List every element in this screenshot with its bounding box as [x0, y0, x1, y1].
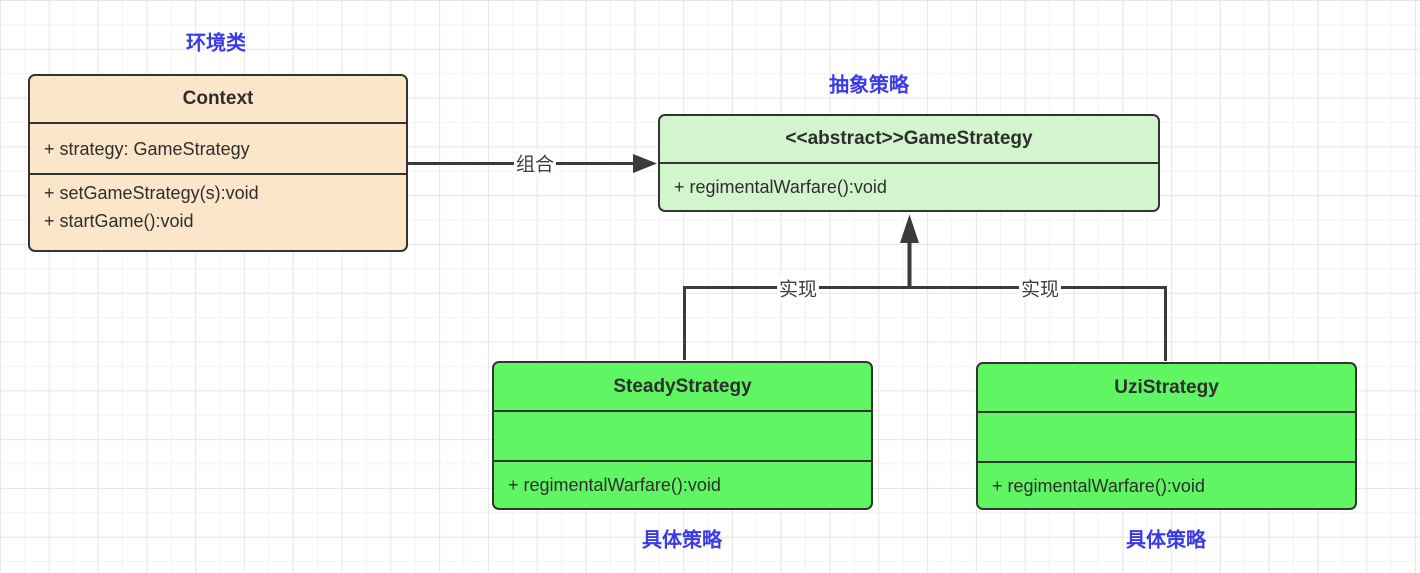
solid-arrowhead-right-icon	[633, 154, 657, 173]
abstract-role-label: 抽象策略	[829, 74, 909, 97]
uzistrategy-class-title: UziStrategy	[1114, 376, 1219, 398]
gamestrategy-class-box[interactable]: <<abstract>>GameStrategy + regimentalWar…	[658, 114, 1160, 212]
realization-edge[interactable]	[683, 214, 1167, 362]
steadystrategy-class-box[interactable]: SteadyStrategy + regimentalWarfare():voi…	[492, 361, 873, 510]
context-class-box[interactable]: Context + strategy: GameStrategy + setGa…	[28, 74, 408, 252]
composition-edge-label: 组合	[513, 149, 557, 177]
steadystrategy-class-title: SteadyStrategy	[613, 375, 752, 397]
steadystrategy-methods-section: + regimentalWarfare():void	[494, 460, 871, 508]
context-attributes-section: + strategy: GameStrategy	[30, 122, 406, 173]
steadystrategy-attributes-section	[494, 410, 871, 460]
uzistrategy-class-box[interactable]: UziStrategy + regimentalWarfare():void	[976, 362, 1357, 510]
method-row: + regimentalWarfare():void	[674, 177, 887, 197]
concrete-role-label-left: 具体策略	[642, 529, 722, 552]
uzistrategy-attributes-section	[978, 411, 1355, 461]
context-methods-section: + setGameStrategy(s):void + startGame():…	[30, 173, 406, 250]
method-row: + regimentalWarfare():void	[508, 475, 721, 495]
uzistrategy-methods-section: + regimentalWarfare():void	[978, 461, 1355, 508]
solid-arrowhead-up-icon	[900, 214, 919, 243]
attribute-row: + strategy: GameStrategy	[44, 138, 250, 159]
gamestrategy-methods-section: + regimentalWarfare():void	[660, 162, 1158, 210]
concrete-role-label-right: 具体策略	[1126, 529, 1206, 552]
realization-edge-label-left: 实现	[776, 274, 820, 302]
gamestrategy-class-title: <<abstract>>GameStrategy	[785, 128, 1033, 149]
realization-edge-label-right: 实现	[1018, 274, 1062, 302]
context-role-label: 环境类	[186, 32, 246, 55]
method-row: + setGameStrategy(s):void	[44, 183, 259, 203]
context-class-title: Context	[182, 88, 254, 109]
method-row: + regimentalWarfare():void	[992, 475, 1205, 496]
method-row: + startGame():void	[44, 211, 194, 231]
